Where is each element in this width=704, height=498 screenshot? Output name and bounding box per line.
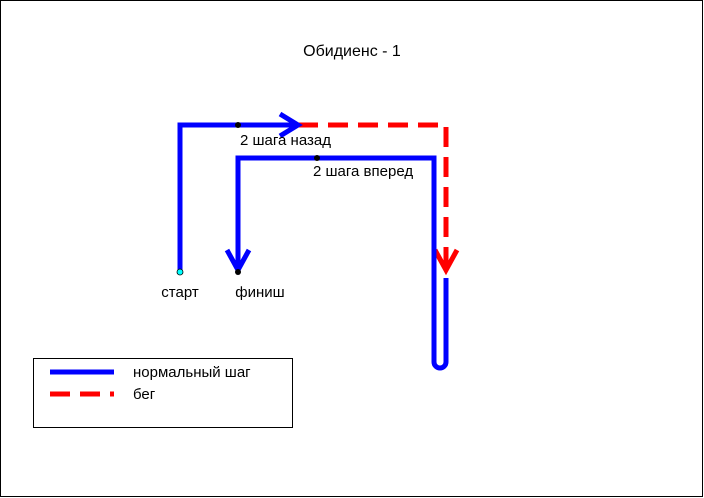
steps-forward-marker xyxy=(314,155,320,161)
start-marker xyxy=(176,268,184,276)
label-finish: финиш xyxy=(235,284,284,301)
steps-back-marker xyxy=(235,122,241,128)
diagram-title: Обидиенс - 1 xyxy=(303,43,401,60)
normal-step-path-start xyxy=(177,122,296,271)
label-steps-forward: 2 шага вперед xyxy=(313,163,413,180)
finish-marker xyxy=(235,269,241,275)
label-steps-back: 2 шага назад xyxy=(240,132,331,149)
run-path-arrowhead xyxy=(432,248,460,276)
legend-run-label: бег xyxy=(133,386,156,403)
legend-normal-step-label: нормальный шаг xyxy=(133,364,251,381)
normal-step-arrowhead-right xyxy=(278,111,303,139)
run-path xyxy=(298,122,449,266)
label-start: старт xyxy=(161,284,199,301)
normal-step-u-turn xyxy=(235,155,449,371)
legend: нормальный шаг бег xyxy=(33,358,293,428)
